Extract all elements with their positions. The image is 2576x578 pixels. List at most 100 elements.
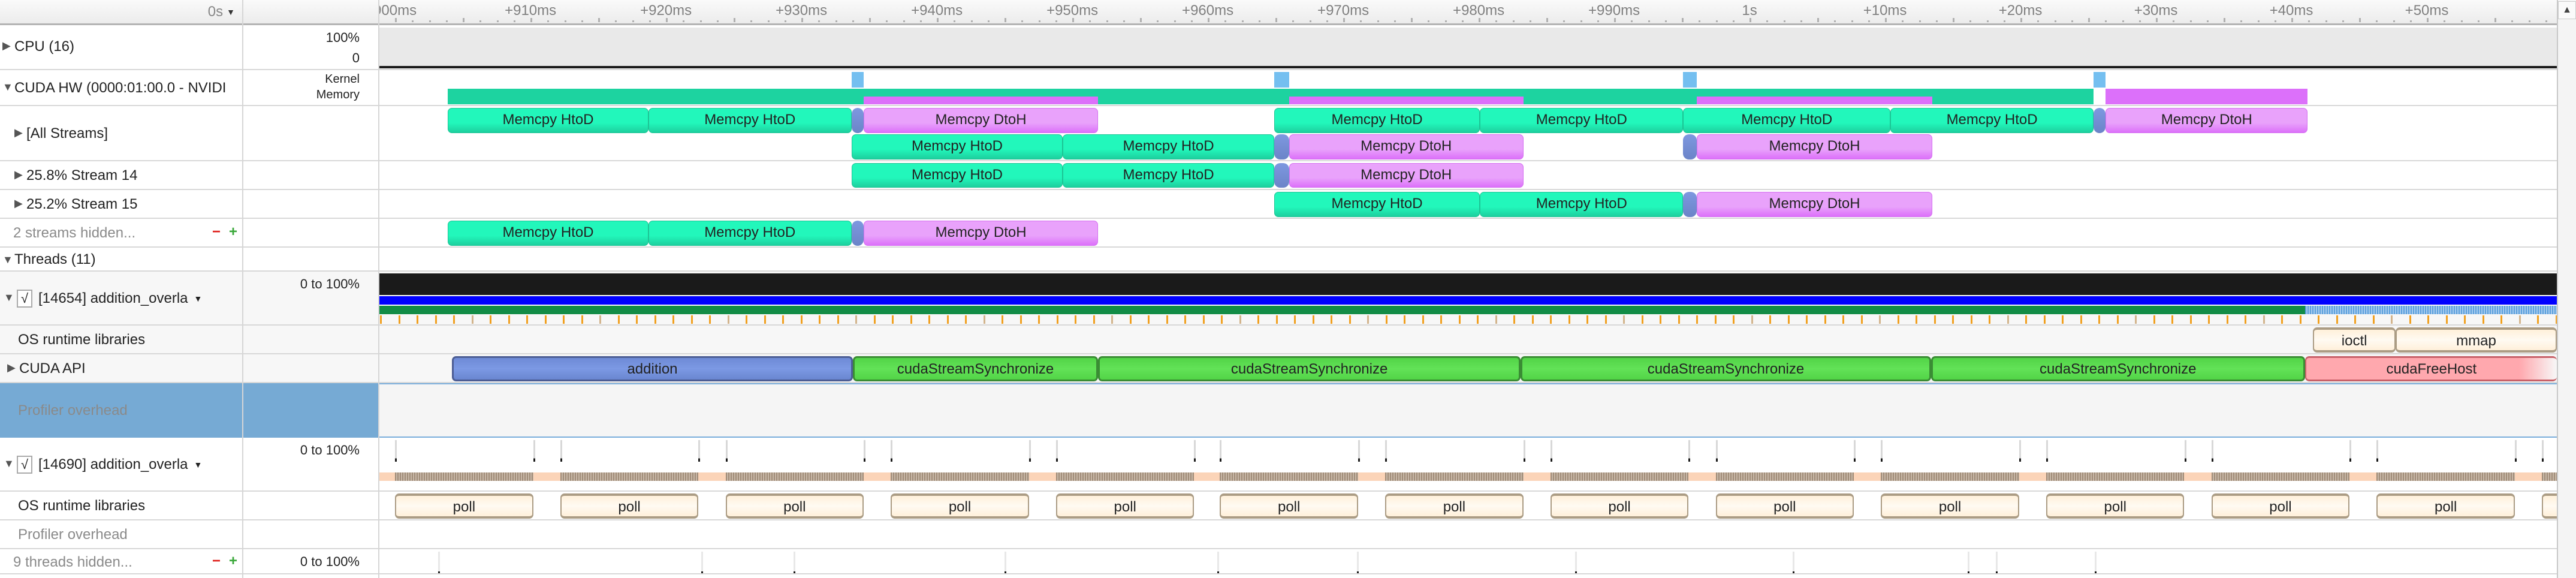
cuda-api-call[interactable]: cudaStreamSynchronize (1931, 356, 2305, 381)
kernel-marker[interactable] (1683, 134, 1697, 159)
thread-blocked-segment[interactable] (1550, 472, 1689, 481)
os-runtime-call[interactable]: poll (1881, 493, 2019, 519)
memcpy-htod-bar[interactable]: Memcpy HtoD (851, 163, 1063, 188)
os-runtime-call[interactable]: poll (1385, 493, 1524, 519)
kernel-marker[interactable] (1274, 134, 1289, 159)
thread-blocked-segment[interactable] (2046, 472, 2185, 481)
kernel-marker[interactable] (851, 221, 864, 246)
memcpy-htod-bar[interactable]: Memcpy HtoD (1063, 134, 1274, 159)
memcpy-dtoh-bar[interactable]: Memcpy DtoH (1696, 134, 1933, 159)
memcpy-htod-bar[interactable]: Memcpy HtoD (1063, 163, 1274, 188)
thread-blocked-segment[interactable] (1055, 472, 1195, 481)
memcpy-htod-bar[interactable]: Memcpy HtoD (1480, 192, 1684, 217)
os-runtime-call[interactable]: poll (2211, 493, 2350, 519)
scroll-up-arrow-icon[interactable]: ▲ (2558, 1, 2576, 19)
thread-blocked-segment[interactable] (1881, 472, 2019, 481)
chevron-down-icon[interactable]: ▼ (194, 460, 203, 469)
minor-tick (1461, 20, 1464, 22)
kernel-activity[interactable] (851, 72, 864, 88)
kernel-marker[interactable] (1274, 163, 1289, 188)
thread-blocked-segment[interactable] (1220, 472, 1358, 481)
expand-icon[interactable]: ▶ (7, 362, 16, 374)
memory-dtoh-activity[interactable] (1696, 97, 1933, 104)
thread-checkbox[interactable]: √ (17, 290, 32, 308)
expand-icon[interactable]: ▶ (2, 40, 11, 52)
cuda-api-call[interactable]: addition (452, 356, 853, 381)
os-runtime-call[interactable]: ioctl (2313, 327, 2396, 353)
os-runtime-call[interactable]: poll (2046, 493, 2185, 519)
timeline-ruler[interactable]: 0s▼ 900ms+910ms+920ms+930ms+940ms+950ms+… (0, 0, 2576, 25)
show-thread-button[interactable]: + (228, 553, 237, 569)
hide-thread-button[interactable]: − (212, 553, 221, 569)
memory-dtoh-activity[interactable] (1289, 97, 1524, 104)
os-runtime-call[interactable]: poll (2376, 493, 2515, 519)
cuda-api-call[interactable]: cudaStreamSynchronize (1098, 356, 1521, 381)
memcpy-htod-bar[interactable]: Memcpy HtoD (448, 108, 648, 133)
os-runtime-call[interactable]: poll (2542, 493, 2557, 519)
memcpy-htod-bar[interactable]: Memcpy HtoD (1480, 108, 1684, 133)
cuda-api-call[interactable]: cudaFreeHost (2304, 356, 2557, 381)
memcpy-htod-bar[interactable]: Memcpy HtoD (851, 134, 1063, 159)
hide-stream-button[interactable]: − (212, 224, 221, 240)
expand-icon[interactable]: ▶ (14, 168, 23, 180)
sample-tick (1075, 315, 1076, 324)
collapse-icon[interactable]: ▼ (2, 254, 13, 266)
kernel-activity[interactable] (1274, 72, 1289, 88)
column-divider[interactable] (378, 0, 379, 578)
thread-blocked-segment[interactable] (2542, 472, 2557, 481)
time-base-dropdown[interactable]: 0s▼ (208, 4, 235, 20)
thread-checkbox[interactable]: √ (17, 456, 32, 474)
memcpy-htod-bar[interactable]: Memcpy HtoD (1683, 108, 1891, 133)
memcpy-htod-bar[interactable]: Memcpy HtoD (1274, 192, 1480, 217)
cuda-api-call[interactable]: cudaStreamSynchronize (852, 356, 1099, 381)
sample-tick (2025, 315, 2027, 324)
kernel-activity[interactable] (2094, 72, 2106, 88)
memcpy-dtoh-bar[interactable]: Memcpy DtoH (2106, 108, 2308, 133)
memcpy-htod-bar[interactable]: Memcpy HtoD (1890, 108, 2094, 133)
thread-blocked-segment[interactable] (2211, 472, 2350, 481)
collapse-icon[interactable]: ▼ (4, 457, 14, 469)
thread-blocked-segment[interactable] (891, 472, 1029, 481)
expand-icon[interactable]: ▶ (14, 197, 23, 209)
os-runtime-call[interactable]: poll (395, 493, 533, 519)
column-divider[interactable] (242, 0, 243, 578)
thread-blocked-segment[interactable] (395, 472, 533, 481)
kernel-marker[interactable] (2094, 108, 2106, 133)
chevron-down-icon[interactable]: ▼ (194, 294, 203, 303)
thread-blocked-segment[interactable] (1715, 472, 1854, 481)
kernel-activity[interactable] (1683, 72, 1697, 88)
collapse-icon[interactable]: ▼ (2, 81, 13, 93)
os-runtime-call[interactable]: poll (725, 493, 864, 519)
cuda-api-call[interactable]: cudaStreamSynchronize (1521, 356, 1931, 381)
expand-icon[interactable]: ▶ (14, 127, 23, 139)
memcpy-dtoh-bar[interactable]: Memcpy DtoH (864, 108, 1099, 133)
os-runtime-call[interactable]: poll (891, 493, 1029, 519)
memcpy-dtoh-bar[interactable]: Memcpy DtoH (1289, 163, 1524, 188)
os-runtime-call[interactable]: poll (1055, 493, 1195, 519)
memory-dtoh-activity[interactable] (864, 97, 1099, 104)
thread-blocked-segment[interactable] (1385, 472, 1524, 481)
kernel-marker[interactable] (851, 108, 864, 133)
os-runtime-call[interactable]: poll (1550, 493, 1689, 519)
vertical-scrollbar[interactable]: ▲ (2557, 0, 2576, 578)
memcpy-htod-bar[interactable]: Memcpy HtoD (648, 108, 852, 133)
memcpy-htod-bar[interactable]: Memcpy HtoD (1274, 108, 1480, 133)
thread-blocked-segment[interactable] (725, 472, 864, 481)
thread-blocked-segment[interactable] (560, 472, 699, 481)
os-runtime-call[interactable]: poll (560, 493, 699, 519)
memcpy-htod-bar[interactable]: Memcpy HtoD (648, 221, 852, 246)
memory-dtoh-activity[interactable] (2106, 89, 2308, 104)
memcpy-dtoh-bar[interactable]: Memcpy DtoH (1696, 192, 1933, 217)
os-runtime-call[interactable]: poll (1220, 493, 1358, 519)
os-runtime-call[interactable]: mmap (2396, 327, 2557, 353)
memcpy-dtoh-bar[interactable]: Memcpy DtoH (1289, 134, 1524, 159)
os-runtime-call[interactable]: poll (1715, 493, 1854, 519)
kernel-marker[interactable] (1683, 192, 1697, 217)
sample-tick (1933, 315, 1936, 324)
memcpy-htod-bar[interactable]: Memcpy HtoD (448, 221, 648, 246)
thread-blocked-segment[interactable] (2376, 472, 2515, 481)
collapse-icon[interactable]: ▼ (4, 291, 14, 303)
show-stream-button[interactable]: + (228, 224, 237, 240)
thread-14654-profiler-overhead-row[interactable]: Profiler overhead (0, 383, 2557, 438)
memcpy-dtoh-bar[interactable]: Memcpy DtoH (864, 221, 1099, 246)
